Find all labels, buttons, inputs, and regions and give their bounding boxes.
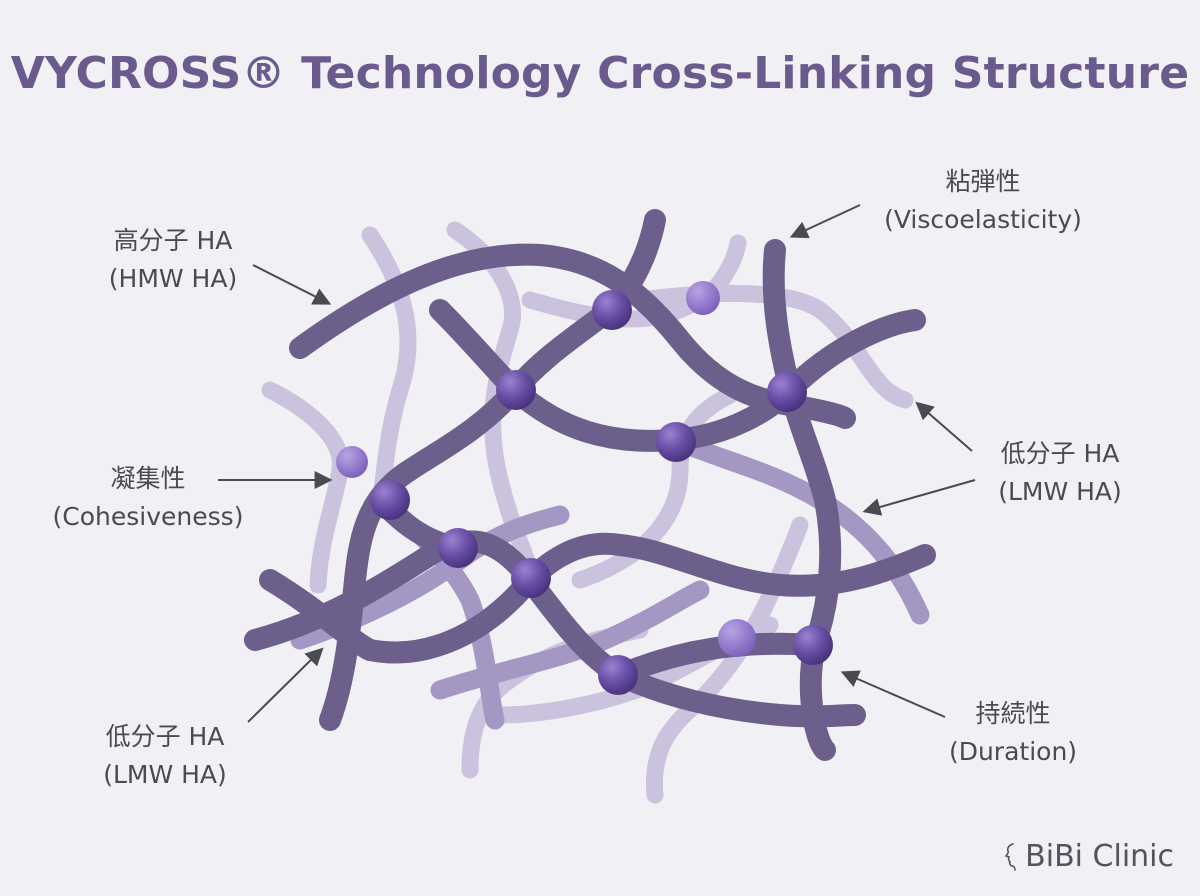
cross-link-node (496, 370, 536, 410)
cross-link-node (511, 558, 551, 598)
cross-link-node (370, 480, 410, 520)
arrow-lmw-right (915, 401, 973, 452)
cross-link-node (438, 528, 478, 568)
free-ha-node (686, 281, 720, 315)
hmw-strands (244, 209, 936, 761)
lmw-strand (521, 234, 747, 328)
arrow-viscoelasticity (789, 204, 861, 239)
cross-link-node (598, 655, 638, 695)
lmw-strands-light (261, 221, 914, 804)
hmw-strand (259, 532, 936, 664)
page-title: VYCROSS® Technology Cross-Linking Struct… (10, 48, 1190, 99)
cross-link-node (793, 625, 833, 665)
label-hmw-ha: 高分子 HA (HMW HA) (108, 226, 238, 293)
label-cohesiveness: 凝集性 (Cohesiveness) (52, 464, 244, 531)
arrow-hmw (252, 264, 332, 305)
arrow-lmw-right-2 (862, 479, 976, 516)
cross-link-node (767, 372, 807, 412)
lmw-strand (571, 386, 739, 589)
hmw-strand (244, 530, 866, 728)
lmw-strand (261, 381, 349, 594)
label-lmw-ha-right: 低分子 HA (LMW HA) (998, 439, 1122, 506)
label-lmw-ha-left: 低分子 HA (LMW HA) (103, 722, 227, 789)
brand-watermark: BiBi Clinic (1003, 839, 1174, 874)
cross-link-node (656, 422, 696, 462)
callout-arrows (218, 204, 976, 723)
lmw-strand (361, 226, 417, 509)
cross-link-nodes (336, 281, 833, 695)
arrow-lmw-left (247, 647, 324, 723)
cross-link-node (592, 290, 632, 330)
hmw-strand (609, 632, 826, 686)
free-ha-node (336, 446, 368, 478)
arrow-duration (840, 670, 946, 718)
lmw-strand (446, 221, 539, 584)
free-ha-node (718, 619, 756, 657)
face-profile-icon (1005, 842, 1016, 871)
label-duration: 持続性 (Duration) (948, 699, 1078, 766)
label-viscoelasticity: 粘弾性 (Viscoelasticity) (884, 167, 1082, 234)
hmw-strand (762, 239, 842, 761)
brand-name: BiBi Clinic (1025, 839, 1174, 874)
